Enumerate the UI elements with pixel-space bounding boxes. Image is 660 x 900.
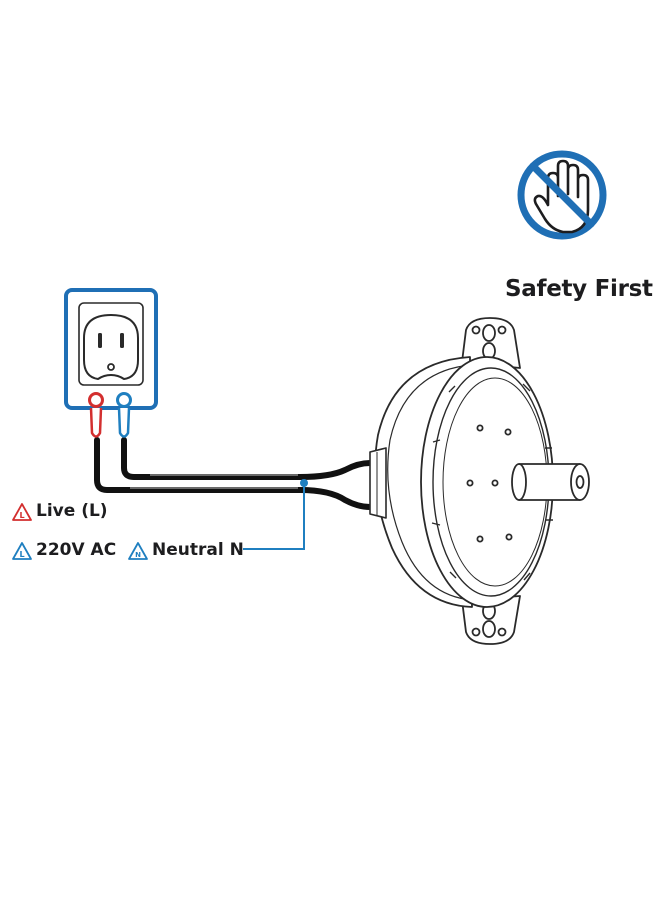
svg-text:N: N [135, 551, 141, 559]
neutral-terminal [116, 392, 132, 438]
no-touch-hand-icon [517, 150, 607, 240]
neutral-label: Neutral N [152, 540, 244, 560]
synchronous-motor-icon [369, 317, 590, 645]
svg-text:L: L [19, 550, 24, 559]
wall-socket-icon [64, 288, 158, 410]
neutral-leader-line [243, 479, 308, 550]
live-warning-icon: L [12, 503, 32, 521]
power-cable [94, 437, 373, 510]
safety-first-label: Safety First [505, 276, 653, 302]
live-terminal [88, 392, 104, 438]
voltage-label: 220V AC [36, 540, 117, 560]
live-label: Live (L) [36, 501, 108, 521]
svg-text:L: L [19, 511, 24, 520]
neutral-warning-icon: N [128, 542, 148, 560]
ac-warning-icon: L [12, 542, 32, 560]
